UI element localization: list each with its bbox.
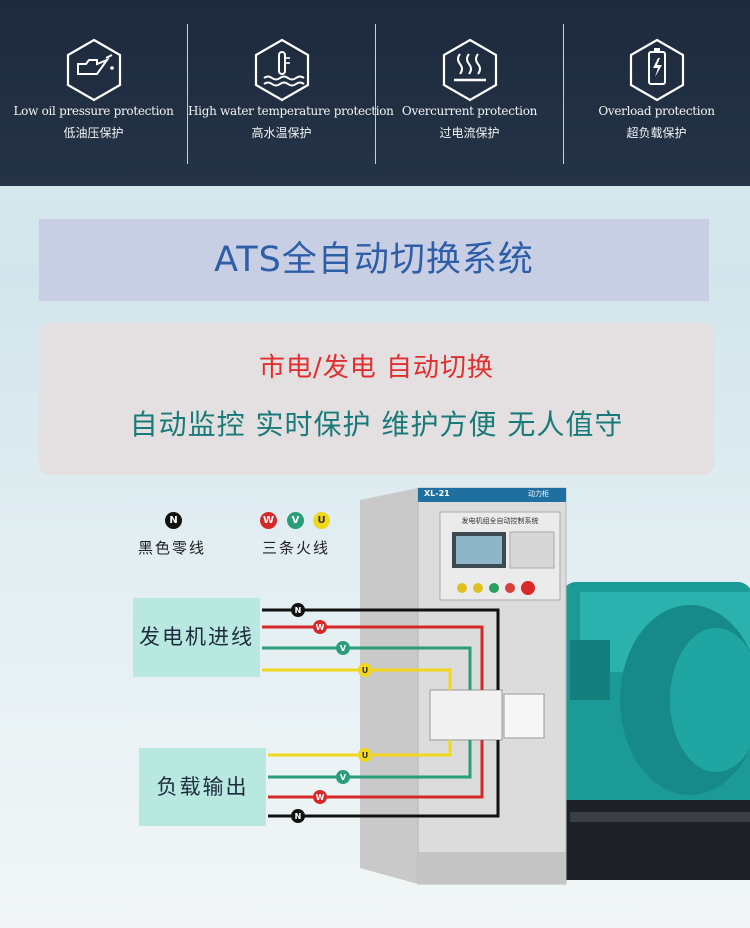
feature-en-label: High water temperature protection [188, 104, 394, 118]
controller-keypad [509, 531, 555, 569]
feature-overload: Overload protection 超负载保护 [563, 0, 750, 186]
phase-legend-label: 三条火线 [262, 539, 331, 557]
ats-switch-body [429, 689, 503, 741]
neutral-symbol: N [165, 512, 182, 529]
phase-v-symbol: V [287, 512, 304, 529]
feature-low-oil-pressure: Low oil pressure protection 低油压保护 [0, 0, 187, 186]
divider [375, 24, 376, 164]
section-title-band: ATS全自动切换系统 [39, 219, 709, 301]
generator-set [560, 582, 750, 880]
wire-marker-w: W [316, 793, 325, 802]
indicator-light [489, 583, 499, 593]
generator-input-label: 发电机进线 [133, 598, 260, 677]
divider [563, 24, 564, 164]
load-output-label: 负载输出 [139, 748, 266, 826]
battery-lightning-icon [629, 38, 684, 102]
wire-marker-v: V [340, 773, 347, 782]
feature-cn-label: 过电流保护 [439, 126, 500, 140]
overcurrent-heat-icon [442, 38, 497, 102]
indicator-light [457, 583, 467, 593]
cabinet-side [360, 488, 418, 884]
protection-features-bar: Low oil pressure protection 低油压保护 High w… [0, 0, 750, 186]
ats-switch-controller [503, 693, 545, 739]
cabinet-plinth [418, 852, 566, 884]
indicator-light [473, 583, 483, 593]
wire-marker-v: V [340, 644, 347, 653]
wire-marker-n: N [295, 606, 302, 615]
feature-cn-label: 低油压保护 [63, 126, 124, 140]
neutral-legend-label: 黑色零线 [138, 539, 207, 557]
oil-can-icon [66, 38, 121, 102]
cabinet-brand: 动力柜 [528, 490, 549, 498]
wire-marker-u: U [362, 751, 369, 760]
water-temperature-icon [254, 38, 309, 102]
wire-marker-w: W [316, 623, 325, 632]
divider [187, 24, 188, 164]
wire-marker-u: U [362, 666, 369, 675]
controller-title: 发电机组全自动控制系统 [461, 517, 539, 525]
ats-feature-panel: 市电/发电 自动切换 自动监控 实时保护 维护方便 无人值守 [39, 323, 714, 475]
emergency-stop-button [521, 581, 535, 595]
cabinet-model: XL-21 [424, 489, 450, 498]
indicator-light [505, 583, 515, 593]
section-title: ATS全自动切换系统 [214, 240, 534, 280]
cabinet-header-strip [418, 488, 566, 502]
feature-high-water-temperature: High water temperature protection 高水温保护 [188, 0, 394, 186]
controller-lcd-screen [456, 536, 502, 564]
phase-u-symbol: U [313, 512, 330, 529]
switch-mode-text: 市电/发电 自动切换 [258, 353, 495, 383]
feature-cn-label: 超负载保护 [626, 126, 687, 140]
wire-marker-n: N [295, 812, 302, 821]
feature-en-label: Low oil pressure protection [13, 104, 174, 118]
phase-w-symbol: W [260, 512, 277, 529]
feature-en-label: Overcurrent protection [401, 104, 538, 118]
feature-cn-label: 高水温保护 [251, 126, 312, 140]
feature-en-label: Overload protection [598, 104, 715, 118]
feature-keywords-text: 自动监控 实时保护 维护方便 无人值守 [129, 408, 624, 441]
feature-overcurrent: Overcurrent protection 过电流保护 [376, 0, 563, 186]
